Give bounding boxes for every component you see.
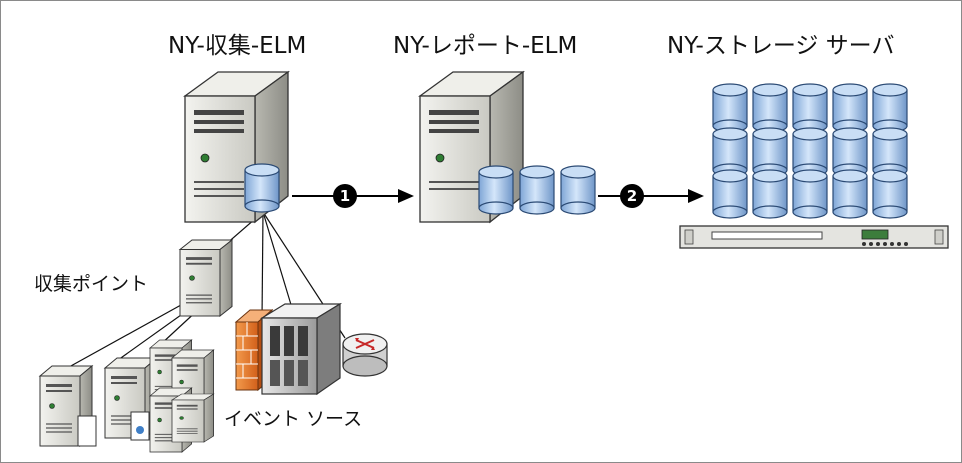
- storage-array-icon: [712, 83, 908, 219]
- report-elm-label: NY-レポート-ELM: [393, 33, 578, 59]
- collector-elm-label: NY-収集-ELM: [168, 33, 307, 59]
- collector-server-icon: [183, 70, 290, 224]
- report-database-icon-3: [560, 165, 596, 215]
- arrow-2: 2: [598, 184, 704, 208]
- report-database-icon-1: [478, 165, 514, 215]
- server-rack-icon-4: [171, 393, 215, 443]
- collector-database-icon: [244, 163, 280, 213]
- workstation-icon-2: [104, 357, 158, 441]
- switch-icon: [259, 302, 343, 396]
- workstation-icon-1: [39, 365, 97, 447]
- step-1-number: 1: [340, 187, 350, 205]
- rack-device-icon: [679, 225, 949, 249]
- storage-server-label: NY-ストレージ サーバ: [667, 33, 895, 59]
- report-server-icon: [418, 70, 525, 224]
- step-2-number: 2: [627, 187, 637, 205]
- arrow-1: 1: [292, 184, 414, 208]
- collection-point-server-icon: [179, 239, 233, 317]
- collection-point-label: 収集ポイント: [34, 273, 149, 295]
- report-database-icon-2: [519, 165, 555, 215]
- event-source-label: イベント ソース: [224, 408, 363, 430]
- router-icon: [342, 333, 388, 377]
